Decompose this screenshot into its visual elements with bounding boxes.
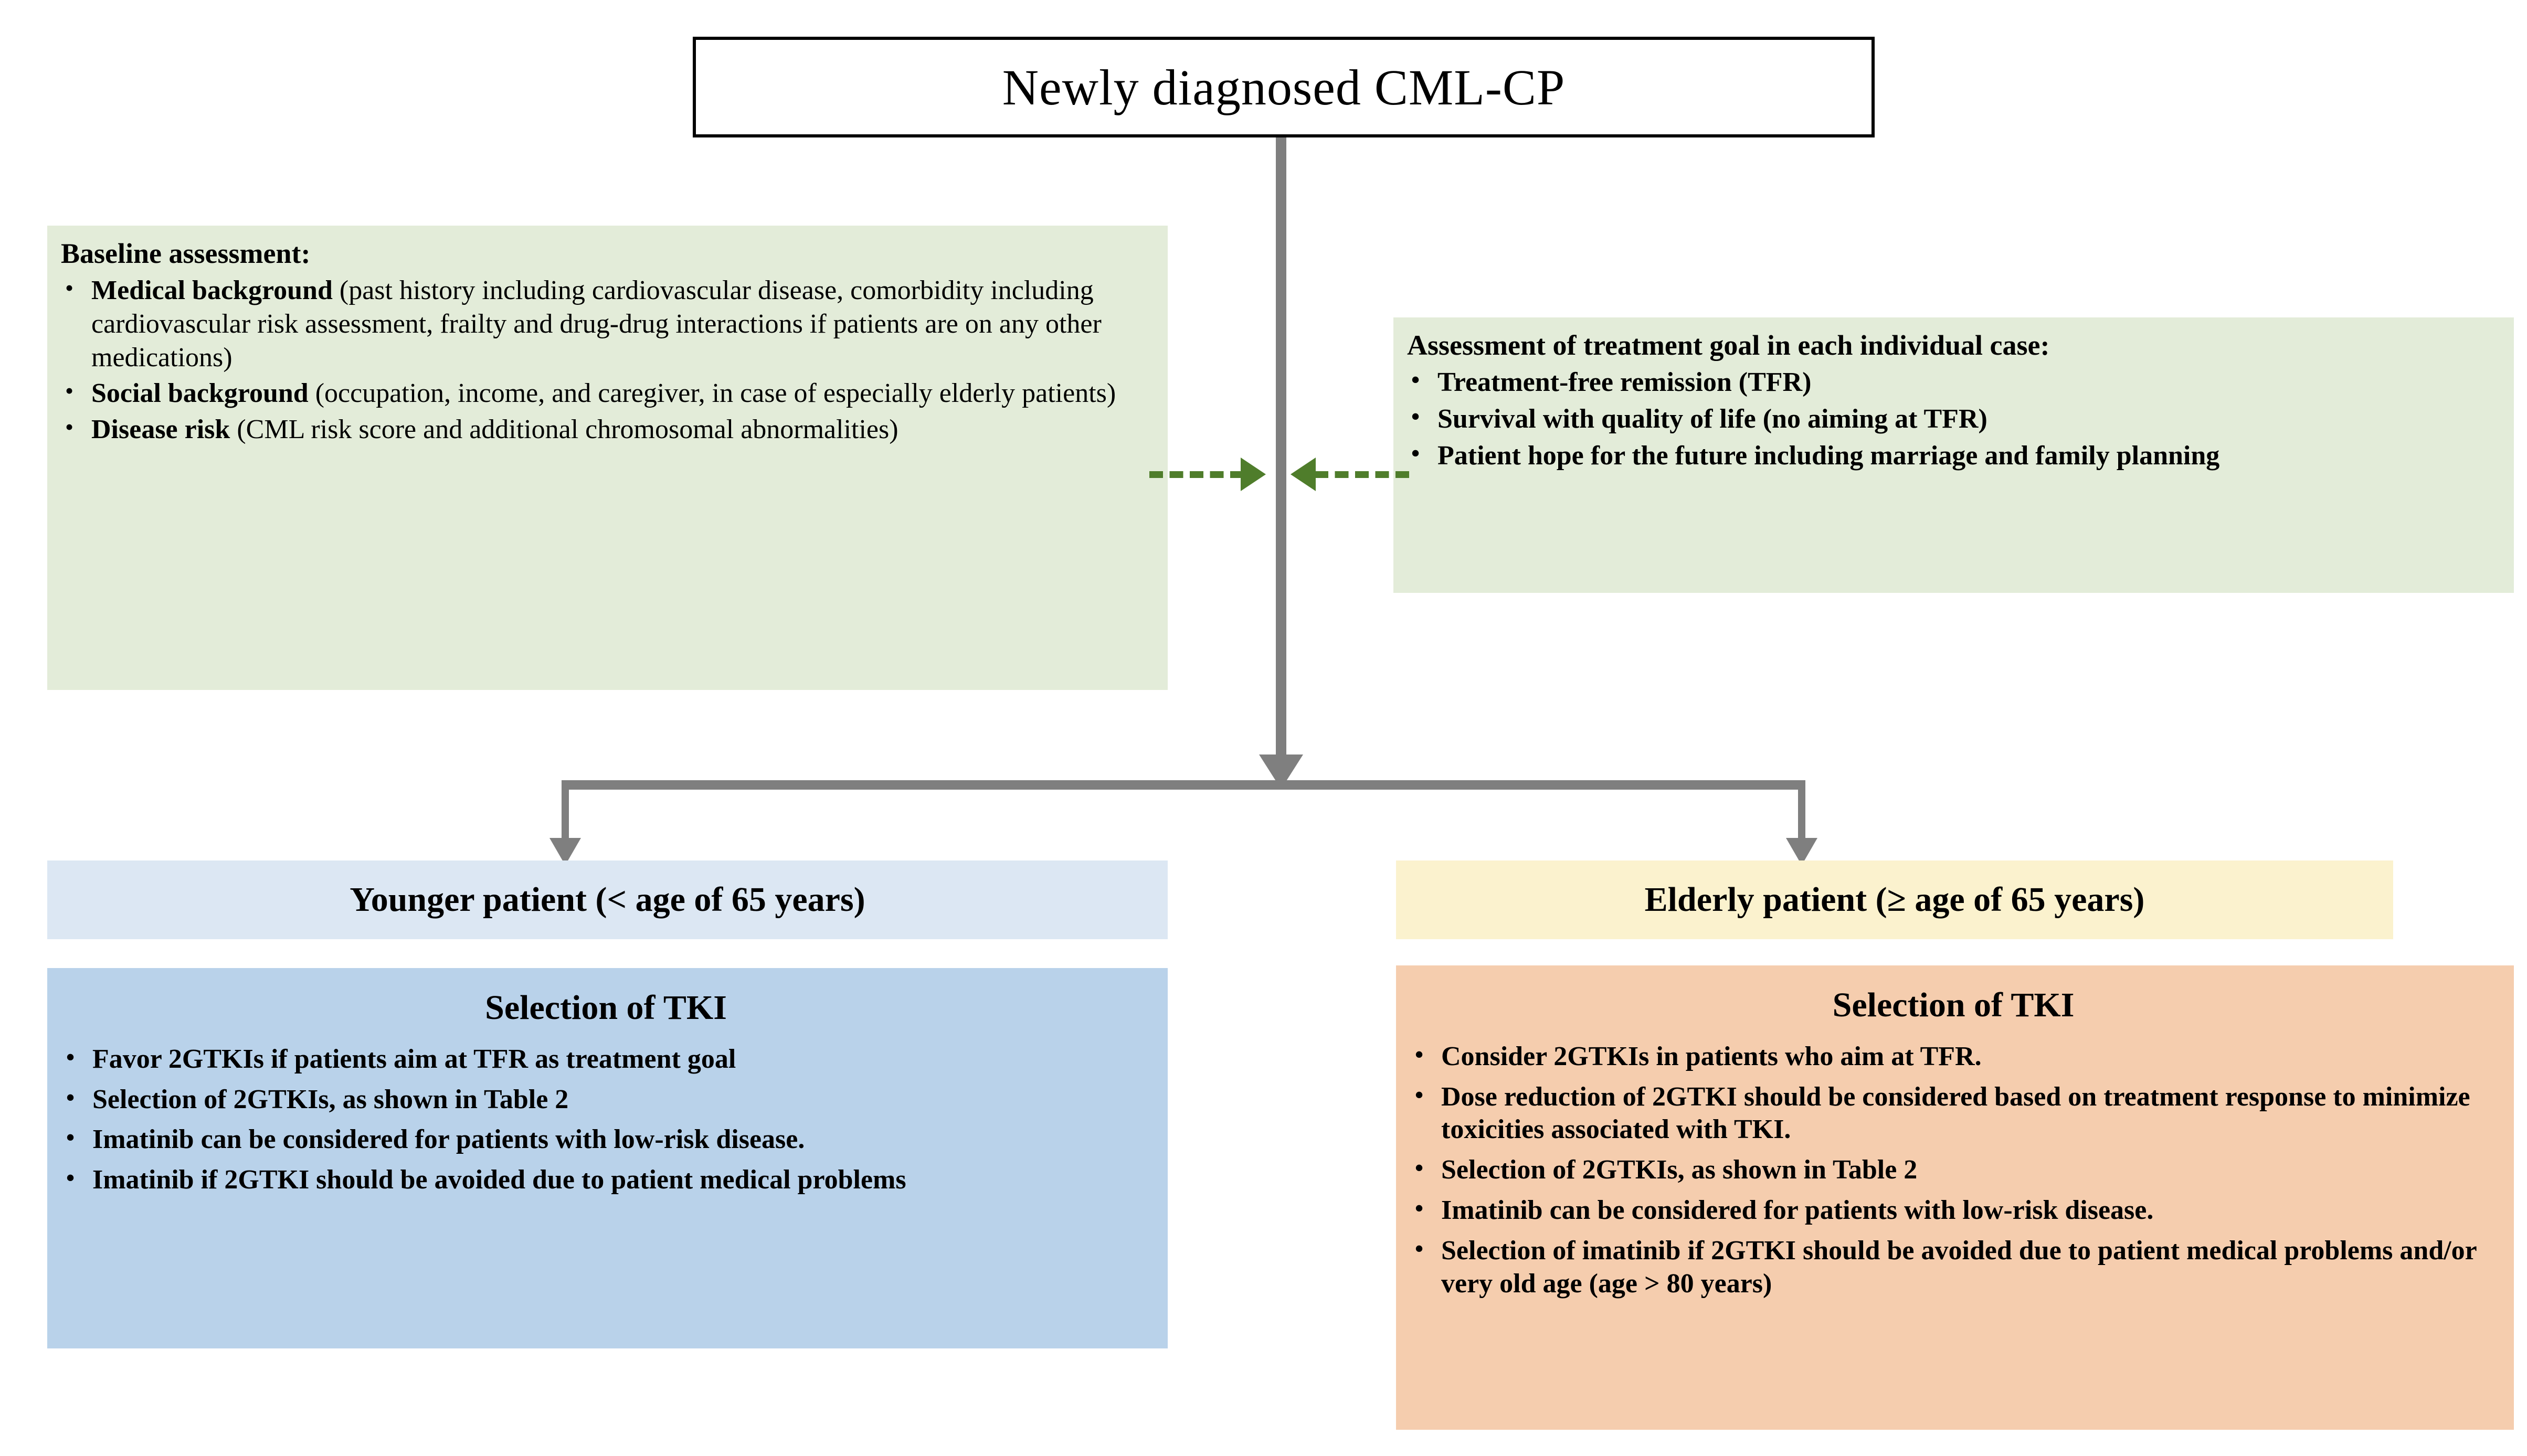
list-item: Selection of 2GTKIs, as shown in Table 2 — [1411, 1153, 2496, 1187]
baseline-item-term: Social background — [91, 378, 309, 409]
list-item: Dose reduction of 2GTKI should be consid… — [1411, 1080, 2496, 1147]
baseline-item-term: Medical background — [91, 275, 333, 305]
main-stem-connector — [1276, 137, 1286, 767]
list-item: Imatinib if 2GTKI should be avoided due … — [62, 1163, 1150, 1197]
younger-patient-band: Younger patient (< age of 65 years) — [47, 860, 1168, 939]
goal-heading: Assessment of treatment goal in each ind… — [1407, 330, 2050, 361]
treatment-goal-box: Assessment of treatment goal in each ind… — [1393, 317, 2514, 593]
dashed-connector-left — [1149, 471, 1244, 478]
younger-panel-title: Selection of TKI — [485, 989, 727, 1027]
elderly-patient-label: Elderly patient (≥ age of 65 years) — [1644, 880, 2145, 919]
list-item: Imatinib can be considered for patients … — [62, 1122, 1150, 1156]
baseline-assessment-box: Baseline assessment: Medical background … — [47, 226, 1168, 690]
baseline-item-term: Disease risk — [91, 414, 230, 444]
baseline-item-rest: (occupation, income, and caregiver, in c… — [308, 378, 1116, 409]
list-item: Survival with quality of life (no aiming… — [1407, 401, 2498, 436]
baseline-heading: Baseline assessment: — [61, 238, 311, 269]
list-item: Imatinib can be considered for patients … — [1411, 1193, 2496, 1227]
list-item: Medical background (past history includi… — [61, 273, 1152, 375]
elderly-panel-title: Selection of TKI — [1832, 986, 2075, 1024]
elderly-patient-band: Elderly patient (≥ age of 65 years) — [1396, 860, 2393, 939]
list-item: Selection of imatinib if 2GTKI should be… — [1411, 1234, 2496, 1301]
fork-branch-right — [1798, 780, 1805, 847]
page-title: Newly diagnosed CML-CP — [1002, 59, 1566, 115]
diagnosis-title-box: Newly diagnosed CML-CP — [693, 37, 1875, 137]
list-item: Social background (occupation, income, a… — [61, 376, 1152, 410]
fork-horizontal-bar — [562, 780, 1805, 790]
list-item: Disease risk (CML risk score and additio… — [61, 412, 1152, 447]
dashed-arrowhead-right-icon — [1241, 458, 1266, 491]
baseline-item-rest: (past history including cardiovascular d… — [91, 275, 1102, 373]
list-item: Favor 2GTKIs if patients aim at TFR as t… — [62, 1042, 1150, 1076]
list-item: Patient hope for the future including ma… — [1407, 438, 2498, 473]
younger-patient-label: Younger patient (< age of 65 years) — [350, 880, 865, 919]
list-item: Selection of 2GTKIs, as shown in Table 2 — [62, 1082, 1150, 1117]
younger-bullet-list: Favor 2GTKIs if patients aim at TFR as t… — [62, 1042, 1150, 1197]
list-item: Treatment-free remission (TFR) — [1407, 365, 2498, 399]
baseline-bullet-list: Medical background (past history includi… — [61, 273, 1152, 447]
goal-bullet-list: Treatment-free remission (TFR) Survival … — [1407, 365, 2498, 473]
baseline-item-rest: (CML risk score and additional chromosom… — [230, 414, 898, 444]
fork-branch-left — [562, 780, 569, 847]
dashed-arrowhead-left-icon — [1291, 458, 1316, 491]
elderly-bullet-list: Consider 2GTKIs in patients who aim at T… — [1411, 1039, 2496, 1301]
elderly-tki-selection-panel: Selection of TKI Consider 2GTKIs in pati… — [1396, 965, 2514, 1430]
younger-tki-selection-panel: Selection of TKI Favor 2GTKIs if patient… — [47, 968, 1168, 1348]
list-item: Consider 2GTKIs in patients who aim at T… — [1411, 1039, 2496, 1074]
dashed-connector-right — [1315, 471, 1409, 478]
